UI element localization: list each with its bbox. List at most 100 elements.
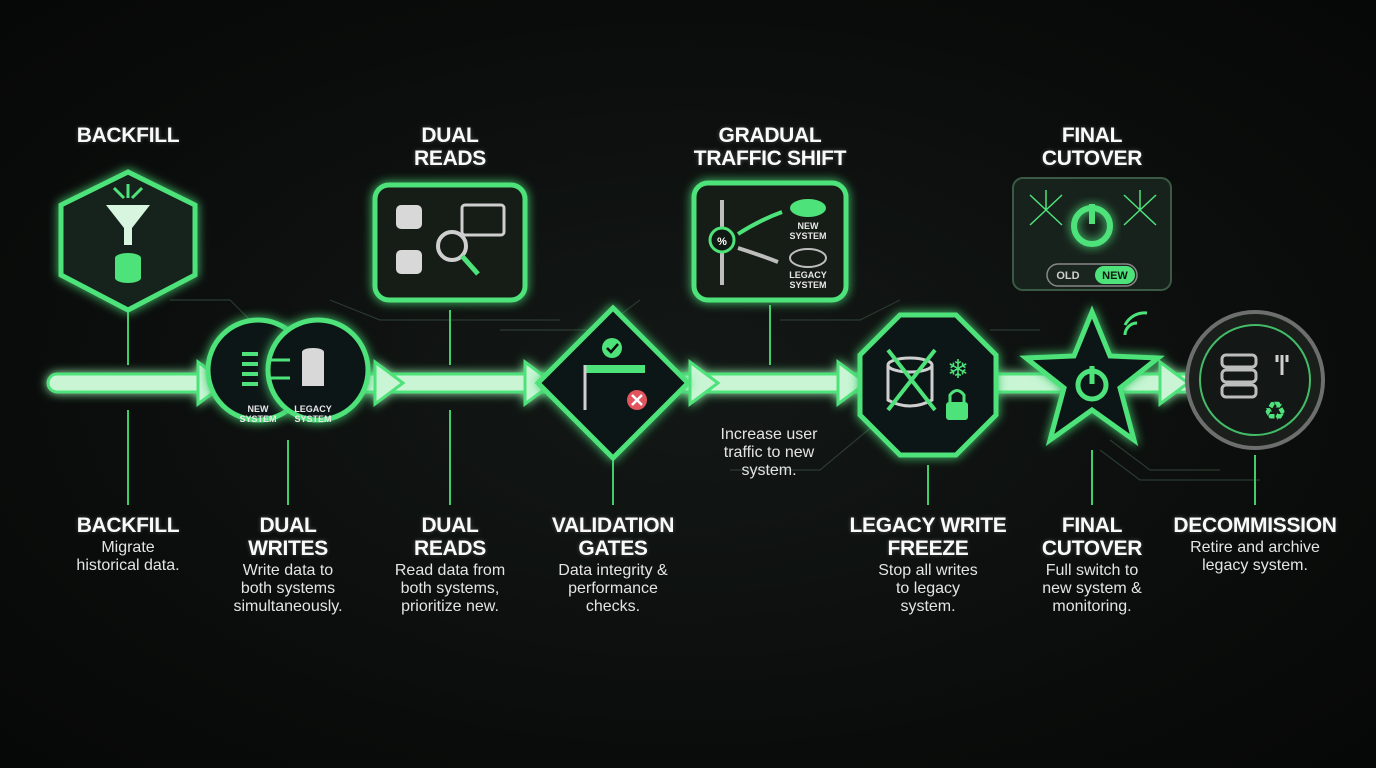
desc-line: Migrate xyxy=(101,539,155,556)
desc-line: Data integrity & xyxy=(558,562,668,579)
desc-line: Retire and archive xyxy=(1190,539,1320,556)
signal-icon xyxy=(1123,311,1148,336)
database-icon xyxy=(886,356,934,408)
step-title: READS xyxy=(413,537,486,560)
step-title: FINAL xyxy=(1061,514,1123,537)
desc-line: both systems, xyxy=(400,580,500,597)
title-line: READS xyxy=(413,147,487,170)
step-title: WRITES xyxy=(248,537,328,560)
monitor-icon xyxy=(460,203,506,237)
new-system-label: SYSTEM xyxy=(239,414,276,424)
traffic-shift-description: Increase user traffic to new system. xyxy=(721,426,818,480)
legacy-system-label: LEGACY xyxy=(294,404,332,414)
step-title: LEGACY WRITE xyxy=(849,514,1007,537)
desc-line: both systems xyxy=(240,580,336,597)
top-label-final-cutover: FINAL CUTOVER xyxy=(1041,124,1143,170)
final-cutover-box-icon: OLD NEW xyxy=(1012,177,1172,291)
dual-writes-circles-icon: NEW SYSTEM LEGACY SYSTEM xyxy=(205,317,371,424)
new-system-database-icon xyxy=(242,352,258,386)
connector-lines xyxy=(127,305,1256,505)
legacy-write-freeze-octagon-icon: ❄ xyxy=(857,312,999,458)
lock-icon xyxy=(946,402,968,420)
desc-line: new system & xyxy=(1042,580,1142,597)
desc-line: traffic to new xyxy=(723,444,815,461)
desc-line: system. xyxy=(741,462,797,479)
step-title: BACKFILL xyxy=(76,514,180,537)
step-title: VALIDATION xyxy=(551,514,675,537)
traffic-shift-box-icon: % NEW SYSTEM LEGACY SYSTEM xyxy=(691,180,849,303)
database-icon xyxy=(115,253,141,283)
step-title: GATES xyxy=(578,537,648,560)
step-title: FREEZE xyxy=(887,537,969,560)
toggle-old-label: OLD xyxy=(1056,270,1079,282)
top-label-traffic-shift: GRADUAL TRAFFIC SHIFT xyxy=(693,124,847,170)
server-icon xyxy=(1220,353,1258,399)
desc-line: prioritize new. xyxy=(401,598,499,615)
title-line: FINAL xyxy=(1061,124,1123,147)
final-cutover-star-icon xyxy=(1019,305,1165,447)
magnifier-icon xyxy=(436,230,468,262)
legacy-system-label: LEGACY xyxy=(789,270,827,280)
desc-line: checks. xyxy=(585,598,641,615)
plug-icon xyxy=(1275,355,1289,375)
recycle-icon: ♻ xyxy=(1263,396,1286,426)
new-system-label: NEW xyxy=(798,221,820,231)
toggle-new-label: NEW xyxy=(1102,270,1128,282)
legacy-cloud-icon xyxy=(789,248,827,268)
step-title: DUAL xyxy=(421,514,479,537)
legacy-system-database-icon xyxy=(302,348,324,386)
title-line: TRAFFIC SHIFT xyxy=(693,147,847,170)
title-line: DUAL xyxy=(421,124,479,147)
title-line: CUTOVER xyxy=(1041,147,1143,170)
legacy-system-label: SYSTEM xyxy=(789,280,826,290)
funnel-icon xyxy=(106,205,150,245)
step-title: CUTOVER xyxy=(1041,537,1143,560)
desc-line: simultaneously. xyxy=(233,598,343,615)
desc-line: Stop all writes xyxy=(878,562,978,579)
desc-line: Read data from xyxy=(394,562,506,579)
new-system-label: SYSTEM xyxy=(789,231,826,241)
gate-barrier-icon xyxy=(585,365,645,373)
desc-line: Full switch to xyxy=(1045,562,1139,579)
new-cloud-icon xyxy=(790,199,826,217)
percent-icon xyxy=(708,226,736,254)
database-icon xyxy=(396,205,422,274)
desc-line: Write data to xyxy=(242,562,334,579)
step-title: DUAL xyxy=(259,514,317,537)
backfill-hexagon-icon xyxy=(58,169,198,313)
desc-line: Increase user xyxy=(720,426,818,443)
checkmark-icon xyxy=(602,338,622,358)
desc-line: historical data. xyxy=(76,557,180,574)
desc-line: system. xyxy=(900,598,956,615)
percent-label: % xyxy=(717,236,727,248)
snowflake-icon: ❄ xyxy=(947,354,969,384)
desc-line: performance xyxy=(568,580,658,597)
desc-line: monitoring. xyxy=(1052,598,1132,615)
step-title: DECOMMISSION xyxy=(1173,514,1337,537)
title-line: GRADUAL xyxy=(718,124,822,147)
new-system-label: NEW xyxy=(248,404,270,414)
decommission-circle-icon: ♻ xyxy=(1185,310,1325,450)
inflow-arrows-icon xyxy=(112,184,144,200)
legacy-system-label: SYSTEM xyxy=(294,414,331,424)
desc-line: to legacy xyxy=(895,580,961,597)
desc-line: legacy system. xyxy=(1202,557,1308,574)
validation-gates-diamond-icon xyxy=(534,304,692,462)
top-label-dual-reads: DUAL READS xyxy=(414,124,486,170)
fireworks-icon xyxy=(1029,190,1157,226)
